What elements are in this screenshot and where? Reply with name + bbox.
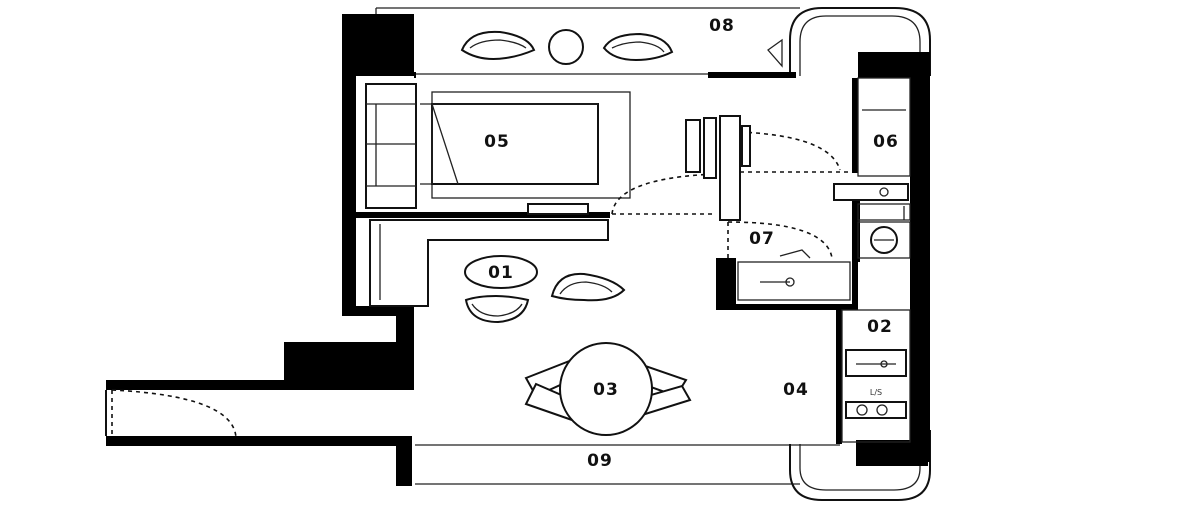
room-label-04: 04 [783,380,809,400]
walls [106,14,930,486]
balcony-bottom [415,430,931,501]
room-label-05: 05 [484,132,510,152]
balcony-furniture [460,29,674,65]
room-label-07: 07 [749,229,775,249]
kitchen-02 [841,309,911,443]
dining-area [524,342,692,436]
room-label-03: 03 [593,380,619,400]
room-label-01: 01 [488,263,514,283]
room-label-02: 02 [867,317,893,337]
bedroom [365,83,631,215]
balcony-top [375,7,931,76]
room-label-09: 09 [587,451,613,471]
living-area [369,219,626,324]
closet-06 [833,77,911,259]
sliding-panels [685,115,751,221]
door-swings [105,131,852,439]
room-label-06: 06 [873,132,899,152]
bathroom-fixtures [737,249,851,301]
room-label-08: 08 [709,16,735,36]
laundry-label: L/S [870,388,882,397]
